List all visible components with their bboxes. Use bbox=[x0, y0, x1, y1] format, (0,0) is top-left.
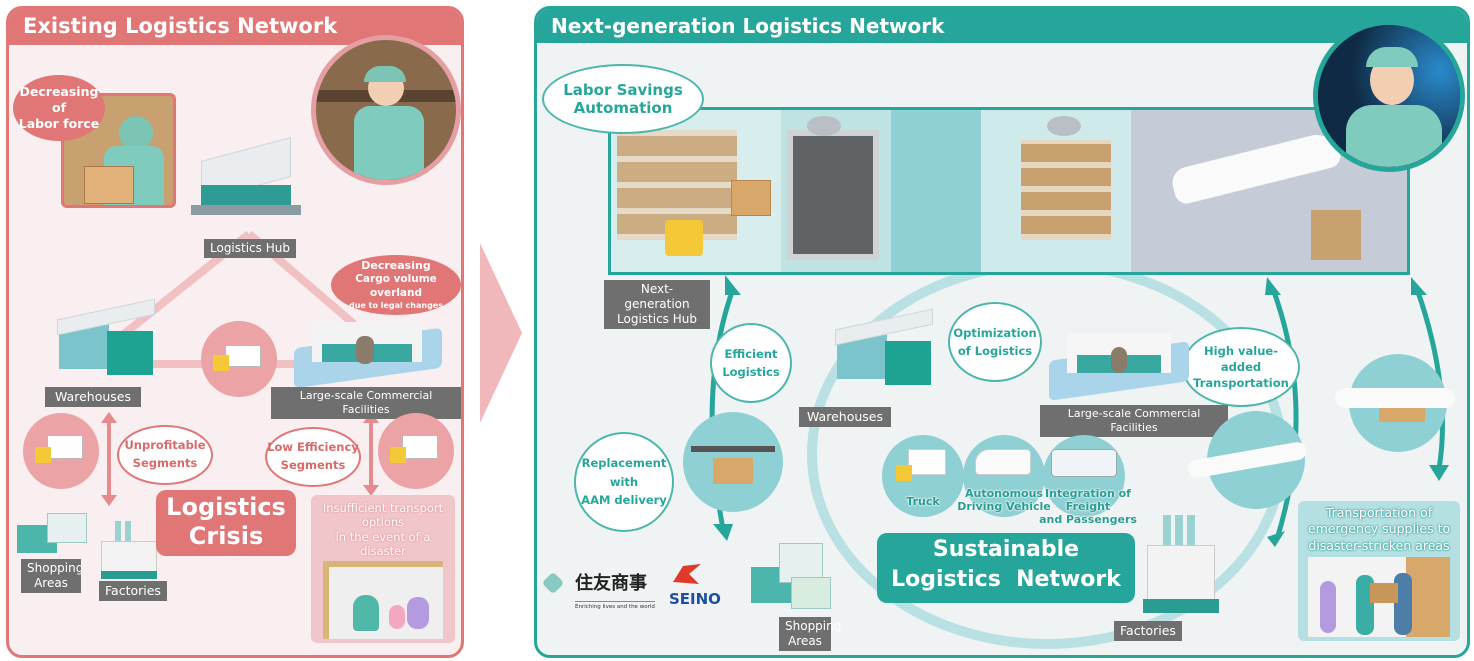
existing-network-panel: Existing Logistics Network Decreasing of… bbox=[6, 6, 464, 658]
factories-label: Factories bbox=[99, 581, 167, 601]
aam-delivery-oval: Replacement with AAM delivery bbox=[574, 432, 674, 532]
emergency-supplies-box: Transportation of emergency supplies to … bbox=[1298, 501, 1460, 641]
worker-head-icon bbox=[119, 116, 153, 150]
shopping-area-icon bbox=[17, 507, 93, 557]
freight-passenger-label: Integration of Freight and Passengers bbox=[1039, 487, 1137, 527]
cargo-drone-circle bbox=[1335, 354, 1455, 452]
factories-label: Factories bbox=[1114, 621, 1182, 641]
truck-circle: Truck bbox=[882, 435, 964, 517]
seino-logo: SEINO bbox=[669, 590, 721, 608]
commercial-facility-icon bbox=[294, 314, 442, 389]
next-gen-network-title: Next-generation Logistics Network bbox=[537, 9, 1467, 43]
truck-icon bbox=[908, 449, 946, 475]
low-efficiency-segments-oval: Low Efficiency Segments bbox=[265, 427, 361, 487]
efficient-logistics-oval: Efficient Logistics bbox=[710, 323, 792, 403]
optimization-of-logistics-oval: Optimization of Logistics bbox=[948, 302, 1042, 382]
sustainable-logistics-badge: Sustainable Logistics Network bbox=[877, 533, 1135, 603]
storage-rack-icon bbox=[1021, 140, 1111, 240]
factory-icon bbox=[1141, 515, 1221, 619]
truck-icon bbox=[402, 435, 438, 459]
disaster-box: Insufficient transport options in the ev… bbox=[311, 495, 455, 643]
drone-icon bbox=[1047, 116, 1081, 136]
worker-carrying-box-image bbox=[61, 93, 176, 208]
truck-icon bbox=[47, 435, 83, 459]
next-gen-network-panel: Next-generation Logistics Network Labor … bbox=[534, 6, 1470, 658]
logistics-crisis-badge: Logistics Crisis bbox=[156, 490, 296, 556]
next-gen-hub-illustration bbox=[608, 107, 1410, 275]
transition-arrow-icon bbox=[480, 243, 522, 423]
sumitomo-tagline: Enriching lives and the world bbox=[575, 601, 655, 610]
warehouse-building-icon bbox=[51, 298, 155, 379]
evtol-circle bbox=[1186, 411, 1308, 509]
autonomous-vehicle-icon bbox=[975, 449, 1031, 475]
emergency-supplies-text: Transportation of emergency supplies to … bbox=[1307, 505, 1451, 553]
logistics-hub-label: Logistics Hub bbox=[204, 239, 296, 258]
shopping-areas-label: Shopping Areas bbox=[21, 559, 83, 593]
cargo-drone-icon bbox=[1335, 388, 1455, 408]
truck-label: Truck bbox=[906, 495, 940, 508]
supply-handoff-image bbox=[1308, 557, 1450, 637]
arrow-hub-factories bbox=[1270, 288, 1299, 540]
decreasing-labor-bubble: Decreasing of Labor force bbox=[13, 75, 105, 141]
autonomous-vehicle-label: Autonomous Driving Vehicle bbox=[957, 487, 1051, 514]
logistics-hub-building-icon bbox=[191, 136, 301, 219]
labor-savings-oval: Labor Savings Automation bbox=[542, 64, 704, 134]
shopping-areas-label: Shopping Areas bbox=[779, 617, 841, 651]
drone-icon bbox=[807, 116, 841, 136]
commercial-facility-icon bbox=[1049, 327, 1189, 401]
seino-kangaroo-icon bbox=[673, 564, 701, 584]
cardboard-box-icon bbox=[84, 166, 134, 204]
sumitomo-logo: 住友商事 bbox=[575, 573, 647, 594]
high-value-added-oval: High value-added Transportation bbox=[1182, 327, 1300, 407]
bus-icon bbox=[1051, 449, 1117, 477]
disaster-text: Insufficient transport options in the ev… bbox=[322, 501, 444, 559]
warehouses-label: Warehouses bbox=[45, 387, 141, 407]
happy-worker-image bbox=[1313, 20, 1465, 172]
freight-passenger-circle: Integration of Freight and Passengers bbox=[1039, 435, 1137, 526]
drone-package-icon bbox=[713, 458, 753, 484]
next-gen-hub-label: Next-generation Logistics Hub bbox=[604, 280, 710, 329]
decreasing-cargo-bubble: Decreasing Cargo volume overland due to … bbox=[331, 255, 461, 315]
evacuation-family-image bbox=[323, 561, 443, 639]
loading-dock-icon bbox=[787, 130, 879, 260]
truck-circle bbox=[201, 321, 277, 397]
drone-icon bbox=[691, 446, 775, 452]
commercial-facilities-label: Large-scale Commercial Facilities bbox=[1040, 405, 1228, 437]
shopping-area-icon bbox=[751, 537, 839, 613]
forklift-icon bbox=[665, 220, 703, 256]
unprofitable-segments-oval: Unprofitable Segments bbox=[117, 425, 213, 485]
factory-icon bbox=[95, 521, 161, 585]
truck-circle-right bbox=[378, 413, 454, 489]
warehouse-building-icon bbox=[829, 308, 933, 389]
supply-box-icon bbox=[1370, 583, 1398, 603]
truck-icon bbox=[225, 345, 261, 367]
truck-circle-left bbox=[23, 413, 99, 489]
autonomous-vehicle-circle: Autonomous Driving Vehicle bbox=[957, 435, 1051, 517]
aam-drone-circle bbox=[683, 412, 783, 512]
warehouses-label: Warehouses bbox=[799, 407, 891, 427]
tired-worker-image bbox=[311, 35, 461, 185]
commercial-facilities-label: Large-scale Commercial Facilities bbox=[271, 387, 461, 419]
existing-network-title: Existing Logistics Network bbox=[9, 9, 461, 45]
